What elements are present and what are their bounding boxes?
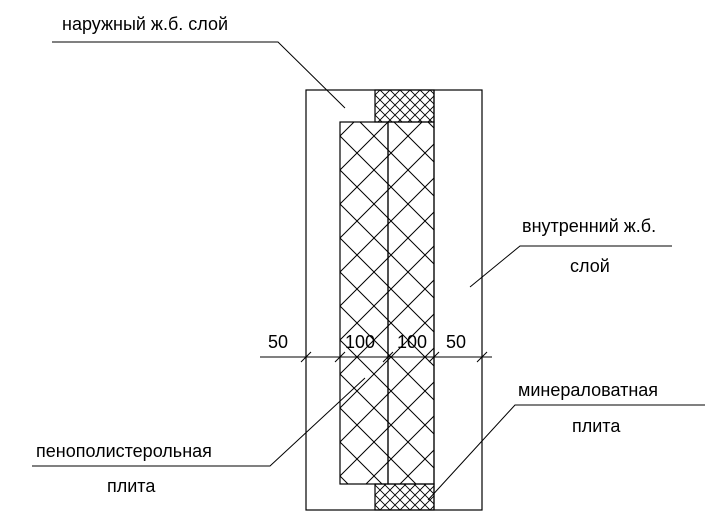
label-outer-layer: наружный ж.б. слой	[62, 14, 228, 34]
dim-tick	[428, 351, 440, 363]
label-polystyrene-2: плита	[107, 476, 156, 496]
label-mineral-wool-2: плита	[572, 416, 621, 436]
dim-tick	[382, 351, 394, 363]
leader-outer-layer	[52, 41, 346, 109]
label-mineral-wool-1: минераловатная	[518, 380, 658, 400]
dim-inner-layer: 50	[446, 332, 466, 352]
dim-tick	[476, 351, 488, 363]
leader-inner-layer	[469, 245, 672, 288]
mineral-wool-bottom-insert	[374, 483, 435, 511]
label-inner-layer-1: внутренний ж.б.	[522, 216, 656, 236]
label-inner-layer-2: слой	[570, 256, 610, 276]
mineral-wool-top-insert	[374, 89, 435, 123]
polystyrene-panel	[339, 121, 389, 485]
dim-tick	[300, 351, 312, 363]
dim-tick	[334, 351, 346, 363]
label-polystyrene-1: пенополистерольная	[36, 441, 212, 461]
dim-outer-layer: 50	[268, 332, 288, 352]
dim-foam: 100	[345, 332, 375, 352]
dim-mineral: 100	[397, 332, 427, 352]
leader-polystyrene	[32, 377, 366, 467]
mineral-wool-panel	[387, 121, 435, 485]
leader-mineral-wool	[427, 404, 705, 501]
